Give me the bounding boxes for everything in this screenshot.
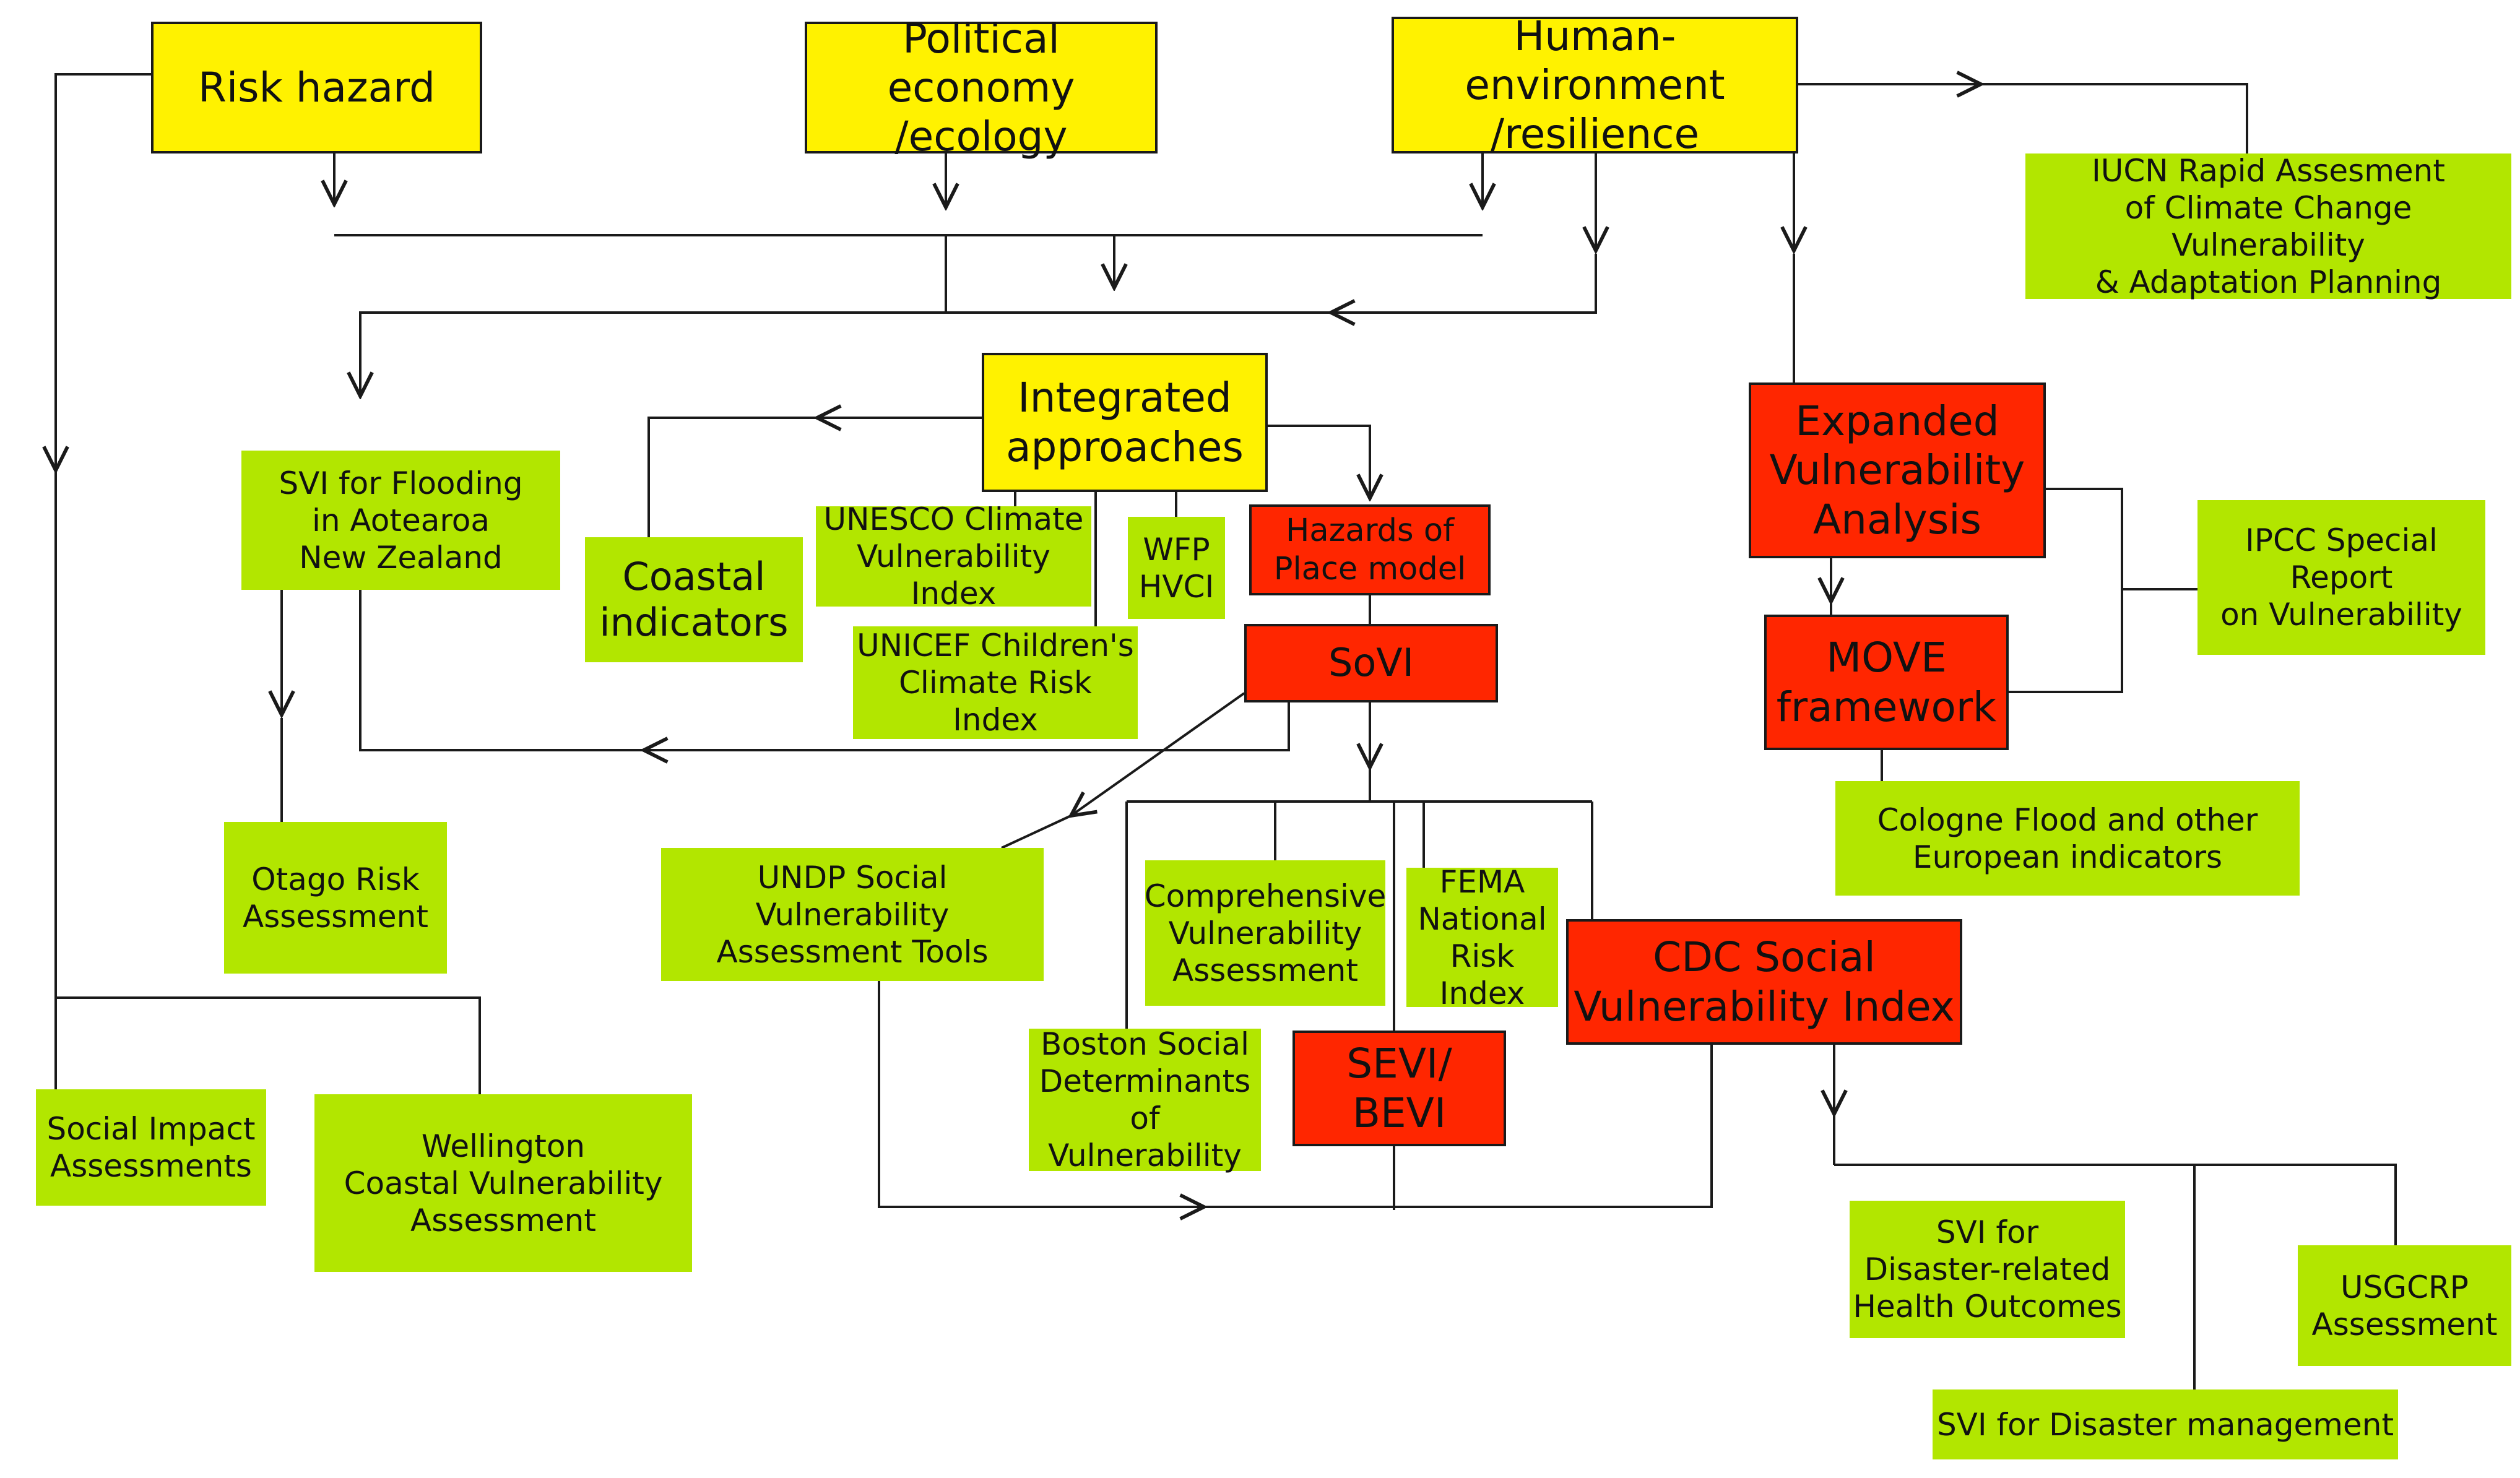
wfp-hvci-box: WFP HVCI bbox=[1128, 517, 1225, 619]
unicef-box: UNICEF Children's Climate Risk Index bbox=[853, 626, 1138, 739]
usgcrp-box: USGCRP Assessment bbox=[2298, 1245, 2511, 1366]
coastal-indicators-box: Coastal indicators bbox=[585, 537, 803, 662]
connector-human-to-iucn-2 bbox=[1981, 83, 2248, 153]
connector-sovi-to-undp bbox=[1071, 692, 1245, 816]
connector-integrated-to-coastal-2 bbox=[647, 417, 817, 537]
human-environment-box: Human-environment /resilience bbox=[1392, 12, 1798, 158]
hazards-of-place-box: Hazards of Place model bbox=[1249, 504, 1491, 595]
integrated-approaches-box: Integrated approaches bbox=[982, 353, 1268, 492]
cdc-svi-box: CDC Social Vulnerability Index bbox=[1566, 919, 1962, 1045]
expanded-vulnerability-box: Expanded Vulnerability Analysis bbox=[1749, 382, 2046, 558]
otago-box: Otago Risk Assessment bbox=[224, 822, 447, 974]
connector-bottom-bus bbox=[1204, 1045, 1713, 1208]
ipcc-box: IPCC Special Report on Vulnerability bbox=[2197, 500, 2485, 655]
risk-hazard-box: Risk hazard bbox=[151, 22, 482, 153]
cologne-box: Cologne Flood and other European indicat… bbox=[1835, 781, 2300, 896]
boston-box: Boston Social Determinants of Vulnerabil… bbox=[1029, 1026, 1261, 1173]
connector-risk-hazard-spine bbox=[56, 73, 151, 470]
svi-disaster-management-box: SVI for Disaster management bbox=[1933, 1389, 2398, 1459]
connector-social-impact-branch bbox=[56, 996, 481, 1094]
connector-undp-down bbox=[878, 981, 1204, 1207]
connector-cdc-bus bbox=[1834, 1164, 2397, 1245]
unesco-box: UNESCO Climate Vulnerability Index bbox=[816, 501, 1091, 612]
move-framework-box: MOVE framework bbox=[1764, 615, 2009, 750]
comprehensive-box: Comprehensive Vulnerability Assessment bbox=[1145, 860, 1386, 1006]
svi-health-box: SVI for Disaster-related Health Outcomes bbox=[1850, 1201, 2125, 1338]
wellington-box: Wellington Coastal Vulnerability Assessm… bbox=[314, 1094, 692, 1272]
connector-sovi-to-undp-2 bbox=[1001, 815, 1072, 849]
fema-box: FEMA National Risk Index bbox=[1406, 864, 1558, 1011]
connector-sovi-feedback-2 bbox=[359, 590, 644, 751]
undp-box: UNDP Social Vulnerability Assessment Too… bbox=[661, 848, 1044, 981]
connector-integrated-to-hazards bbox=[1268, 425, 1370, 498]
connector-human-to-left-bus bbox=[1331, 254, 1597, 313]
sovi-box: SoVI bbox=[1244, 624, 1498, 702]
svi-flooding-box: SVI for Flooding in Aotearoa New Zealand bbox=[241, 451, 560, 590]
social-impact-box: Social Impact Assessments bbox=[36, 1089, 266, 1206]
connector-sovi-feedback bbox=[644, 702, 1290, 750]
sevi-bevi-box: SEVI/ BEVI bbox=[1292, 1031, 1506, 1146]
iucn-box: IUCN Rapid Assesment of Climate Change V… bbox=[2025, 153, 2511, 300]
political-economy-box: Political economy /ecology bbox=[805, 15, 1158, 160]
connector-bus2 bbox=[360, 311, 1331, 396]
